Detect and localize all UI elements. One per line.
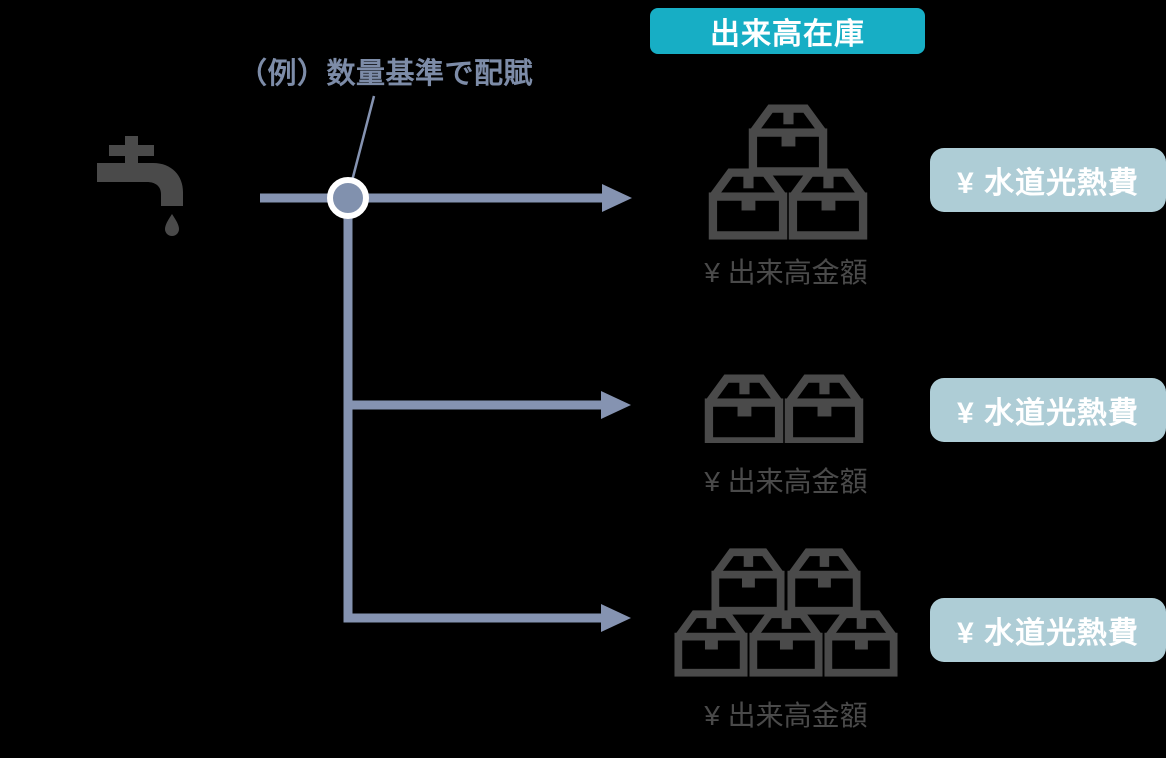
header-title: 出来高在庫 [710, 18, 865, 51]
package-boxes-icon-row2 [702, 374, 866, 443]
arrowhead-1 [602, 184, 632, 212]
amount-label-row1: ¥ 出来高金額 [704, 257, 868, 288]
callout-label: （例）数量基準で配賦 [238, 58, 534, 90]
package-boxes-icon-row1 [706, 104, 870, 240]
arrowhead-2 [601, 391, 631, 419]
faucet-body [97, 163, 183, 206]
faucet-handle-top [125, 136, 138, 146]
cost-badge-label: ¥ 水道光熱費 [956, 617, 1140, 650]
faucet-icon [97, 136, 183, 236]
cost-badge-row1: ¥ 水道光熱費 [930, 148, 1166, 212]
cost-badge-label: ¥ 水道光熱費 [956, 397, 1140, 430]
water-drop-icon [165, 214, 179, 236]
faucet-handle-stem [125, 155, 138, 165]
cost-badge-row2: ¥ 水道光熱費 [930, 378, 1166, 442]
amount-label-row3: ¥ 出来高金額 [704, 700, 868, 731]
cost-badge-row3: ¥ 水道光熱費 [930, 598, 1166, 662]
faucet-handle-bar [109, 145, 154, 156]
callout-line [350, 95, 376, 182]
amount-label-row2: ¥ 出来高金額 [704, 466, 868, 497]
branch-line-3 [343, 214, 604, 623]
arrowhead-3 [601, 604, 631, 632]
cost-badge-label: ¥ 水道光熱費 [956, 167, 1140, 200]
package-boxes-icon-row3 [672, 548, 900, 683]
allocation-node [327, 177, 369, 219]
header-badge: 出来高在庫 [650, 8, 925, 54]
